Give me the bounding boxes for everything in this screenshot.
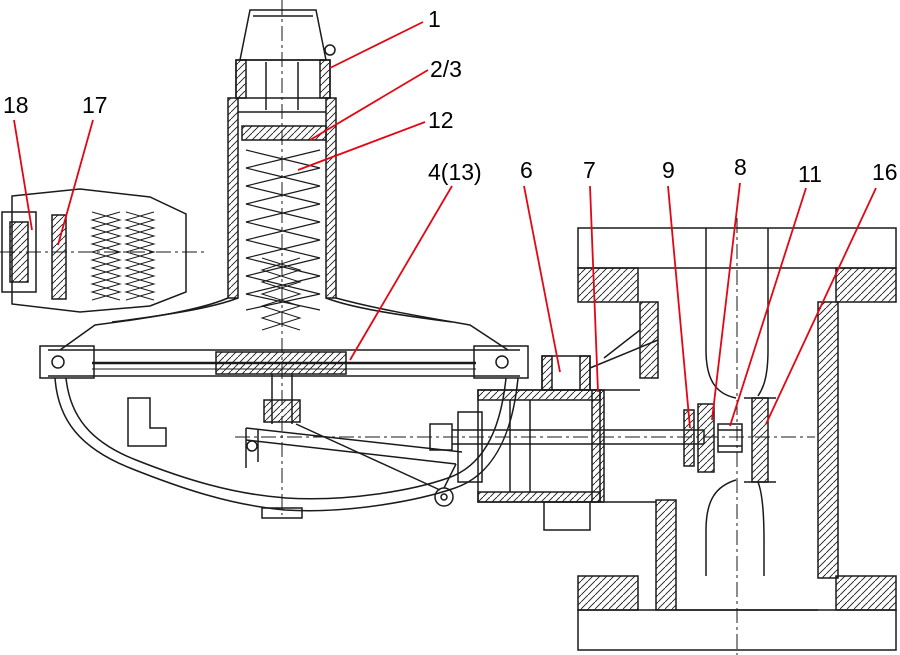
leader-line-11 — [729, 187, 807, 427]
valve-seat — [744, 397, 776, 483]
leader-line-8 — [711, 182, 741, 421]
stem-guide-housing — [457, 355, 656, 531]
leader-line-2-3 — [309, 69, 429, 141]
callout-4-13: 4(13) — [428, 159, 482, 185]
valve-body — [577, 227, 897, 651]
leader-line-1 — [329, 21, 424, 69]
leader-line-7 — [589, 185, 599, 393]
callout-18: 18 — [3, 92, 29, 118]
relief-cartridge — [1, 188, 187, 313]
leader-line-4-13 — [349, 185, 453, 361]
protection-cap — [235, 9, 336, 110]
valve-stem — [429, 423, 705, 451]
lever-mechanism — [245, 374, 463, 507]
callout-12: 12 — [428, 107, 454, 133]
leader-line-6 — [523, 185, 561, 373]
upper-spring-plate — [241, 125, 327, 141]
callout-8: 8 — [734, 154, 747, 180]
callout-2-3: 2/3 — [430, 56, 462, 82]
housing-cone — [59, 297, 509, 351]
spring-chamber — [227, 97, 337, 299]
callout-16: 16 — [872, 159, 898, 185]
leader-line-12 — [297, 121, 426, 171]
diaphragm — [92, 351, 476, 375]
centerlines — [0, 0, 815, 655]
callout-7: 7 — [583, 157, 596, 183]
inner-spring — [260, 257, 302, 331]
leader-line-17 — [57, 119, 94, 246]
callout-6: 6 — [520, 157, 533, 183]
callout-17: 17 — [82, 92, 108, 118]
leader-line-9 — [667, 185, 691, 429]
leader-line-18 — [13, 119, 33, 231]
valve-plug-assembly — [683, 403, 743, 473]
callout-labels: 1 2/3 12 4(13) 6 7 9 8 11 16 18 17 — [3, 6, 898, 187]
leader-lines — [13, 21, 877, 429]
callout-1: 1 — [428, 6, 441, 32]
callout-11: 11 — [798, 161, 822, 187]
leader-line-16 — [765, 187, 877, 425]
callout-9: 9 — [662, 157, 675, 183]
main-spring — [245, 149, 321, 311]
